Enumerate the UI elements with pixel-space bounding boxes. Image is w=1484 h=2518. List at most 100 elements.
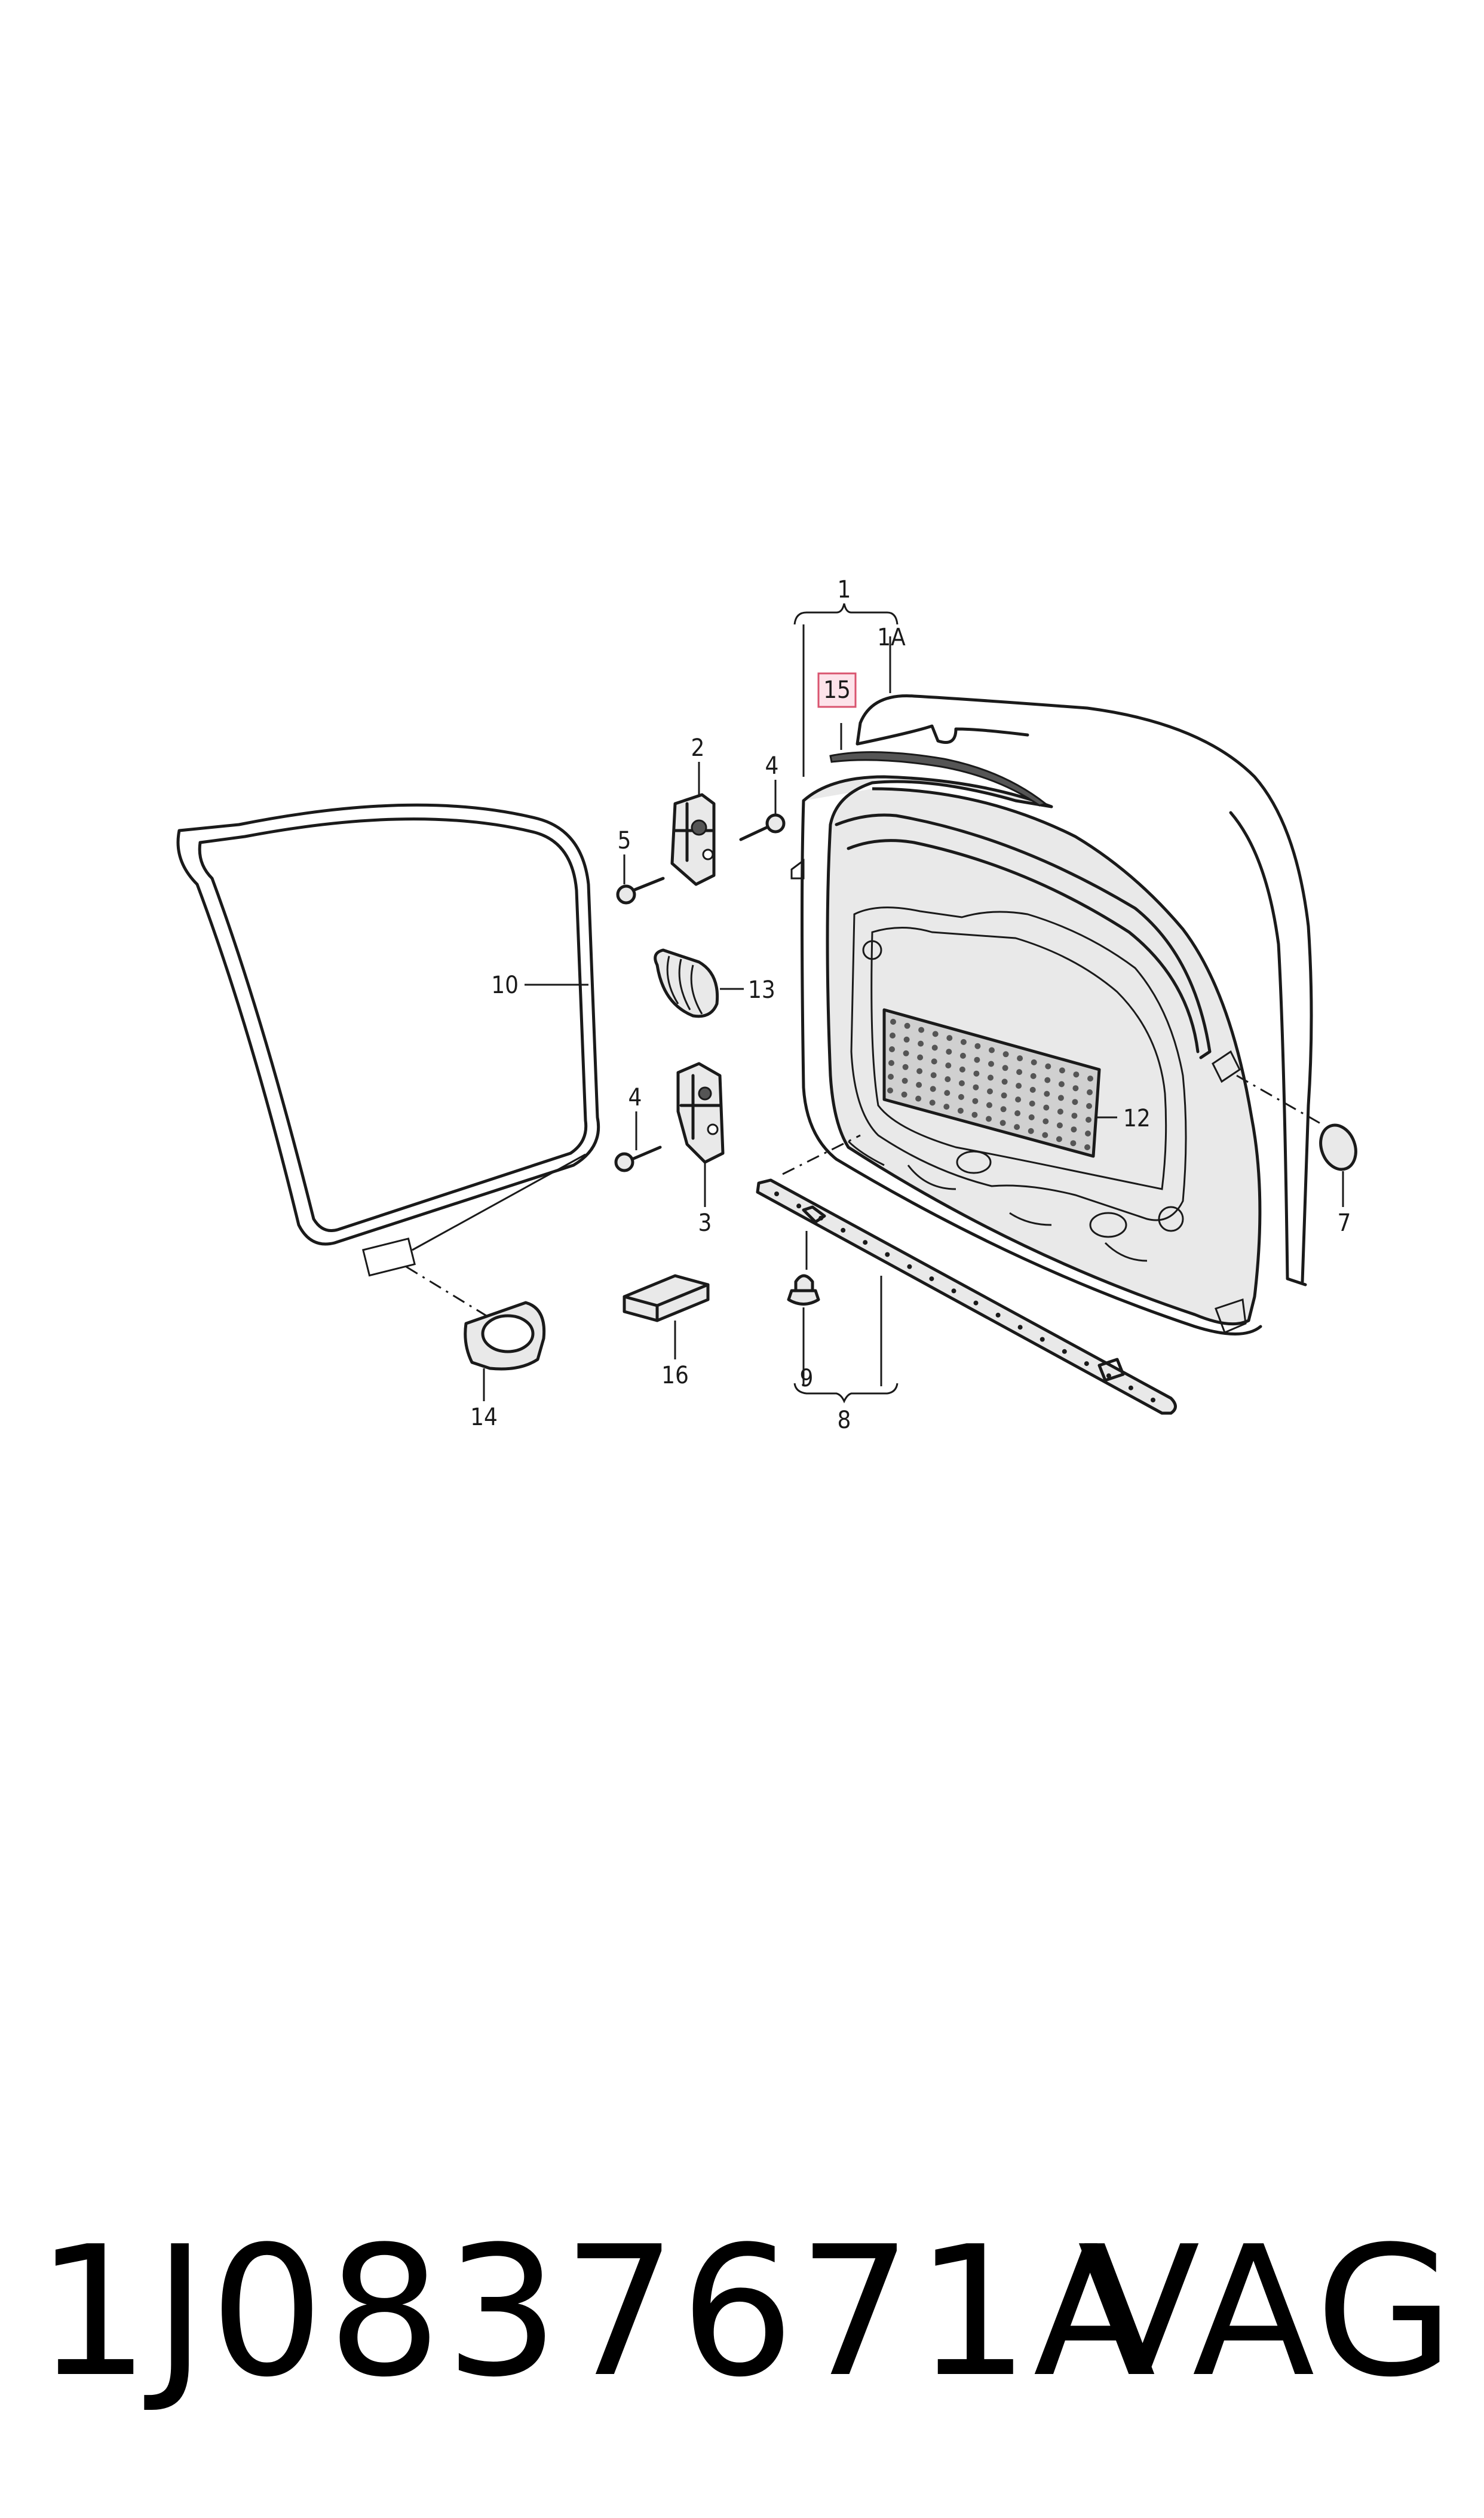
callout-14[interactable]: 14 [470, 1404, 498, 1431]
callout-15[interactable]: 15 [823, 676, 851, 704]
callout-7[interactable]: 7 [1338, 1209, 1351, 1237]
pad-texture-dot [931, 1058, 937, 1065]
pad-texture-dot [929, 1099, 936, 1106]
pad-texture-dot [1072, 1099, 1078, 1105]
pad-texture-dot [918, 1040, 924, 1047]
check-strap-boot-part-13 [654, 948, 744, 1018]
callout-1A[interactable]: 1A [877, 624, 906, 651]
pad-texture-dot [1001, 1079, 1008, 1085]
bolt-part-4-upper [739, 780, 786, 841]
pad-texture-dot [902, 1077, 908, 1084]
pad-texture-dot [918, 1027, 925, 1033]
pad-texture-dot [945, 1062, 952, 1069]
callout-labels: 15 1 1A 2 4 5 10 13 4 12 3 7 16 9 8 14 [470, 576, 1351, 1434]
callout-12[interactable]: 12 [1123, 1105, 1151, 1132]
pad-texture-dot [972, 1098, 979, 1104]
pad-texture-dot [916, 1082, 922, 1088]
callout-1[interactable]: 1 [838, 576, 851, 604]
sill-hole [796, 1203, 802, 1209]
pad-texture-dot [1015, 1096, 1022, 1103]
pad-texture-dot [999, 1120, 1006, 1126]
pad-texture-dot [889, 1046, 895, 1052]
pad-texture-dot [1057, 1108, 1063, 1115]
pad-texture-dot [957, 1107, 964, 1114]
pad-texture-dot [973, 1070, 980, 1077]
pad-texture-dot [1042, 1132, 1048, 1138]
pad-texture-dot [988, 1074, 994, 1081]
door-seal-part-10 [176, 803, 600, 1277]
pad-texture-dot [901, 1091, 907, 1098]
pad-texture-dot [973, 1084, 979, 1090]
pad-texture-dot [1056, 1122, 1063, 1129]
callout-16[interactable]: 16 [661, 1362, 689, 1389]
pad-texture-dot [1056, 1136, 1062, 1142]
pad-texture-dot [1002, 1065, 1008, 1071]
pad-texture-dot [930, 1072, 937, 1079]
pad-texture-dot [1029, 1100, 1035, 1107]
pad-texture-dot [958, 1093, 964, 1100]
pad-texture-dot [1002, 1051, 1009, 1058]
pad-texture-dot [1043, 1104, 1050, 1111]
pad-texture-dot [1059, 1067, 1065, 1074]
lower-hinge-part-3 [676, 1062, 725, 1207]
sill-hole [818, 1215, 824, 1221]
pad-texture-dot [887, 1088, 893, 1093]
pad-texture-dot [974, 1056, 980, 1063]
brand-name: VAG [1077, 2208, 1458, 2416]
pad-texture-dot [1087, 1089, 1093, 1095]
parts-diagram: 15 1 1A 2 4 5 10 13 4 12 3 7 16 9 8 14 [176, 576, 1357, 1434]
pad-texture-dot [1072, 1085, 1079, 1092]
callout-9[interactable]: 9 [800, 1365, 814, 1392]
pad-texture-dot [1028, 1114, 1035, 1120]
pad-texture-dot [987, 1088, 993, 1095]
sill-hole [1151, 1398, 1155, 1402]
callout-13[interactable]: 13 [748, 976, 775, 1004]
callout-3[interactable]: 3 [698, 1209, 712, 1237]
pad-texture-dot [986, 1102, 992, 1108]
pad-texture-dot [1016, 1069, 1023, 1076]
pad-texture-dot [1085, 1131, 1091, 1137]
window-strip-part-15 [829, 723, 1048, 807]
footer: 1J0837671A VAG [36, 2223, 1458, 2402]
pad-texture-dot [960, 1039, 967, 1045]
pad-texture-dot [902, 1064, 909, 1070]
door-shell-part-1 [790, 603, 1313, 1335]
pad-texture-dot [917, 1054, 924, 1061]
pad-texture-dot [945, 1076, 951, 1083]
pad-texture-dot [1057, 1095, 1064, 1101]
callout-5[interactable]: 5 [618, 827, 631, 854]
sill-hole [1128, 1385, 1133, 1390]
pad-texture-dot [915, 1095, 922, 1102]
sill-hole [1040, 1337, 1045, 1342]
callout-4-lower[interactable]: 4 [628, 1084, 642, 1111]
pad-texture-dot [989, 1047, 995, 1053]
pad-texture-dot [1029, 1086, 1036, 1093]
pad-texture-dot [1030, 1073, 1037, 1079]
clip-part-9 [787, 1231, 820, 1386]
pad-texture-dot [944, 1090, 951, 1096]
pad-texture-dot [1001, 1092, 1007, 1099]
callout-8[interactable]: 8 [838, 1407, 851, 1434]
pad-texture-dot [916, 1068, 923, 1074]
callout-2[interactable]: 2 [691, 734, 705, 762]
pad-texture-dot [931, 1044, 938, 1051]
sill-hole [1017, 1325, 1023, 1330]
upper-hinge-part-2 [670, 762, 716, 886]
pad-texture-dot [1086, 1117, 1091, 1123]
pad-texture-dot [958, 1080, 965, 1086]
pad-texture-dot [1073, 1071, 1080, 1078]
grommet-part-14 [406, 1266, 546, 1401]
insulation-pad-part-12 [882, 1008, 1117, 1158]
pad-texture-dot [959, 1066, 965, 1073]
callout-4-upper[interactable]: 4 [765, 752, 779, 780]
pad-texture-dot [903, 1036, 910, 1043]
pad-texture-dot [888, 1060, 894, 1066]
pad-texture-dot [946, 1035, 953, 1041]
callout-10[interactable]: 10 [491, 972, 519, 999]
sill-hole [841, 1227, 846, 1233]
sill-hole [774, 1191, 779, 1196]
pad-texture-dot [1043, 1118, 1049, 1125]
pad-texture-dot [1086, 1103, 1092, 1109]
pad-texture-dot [974, 1043, 981, 1049]
pad-texture-dot [946, 1049, 952, 1055]
